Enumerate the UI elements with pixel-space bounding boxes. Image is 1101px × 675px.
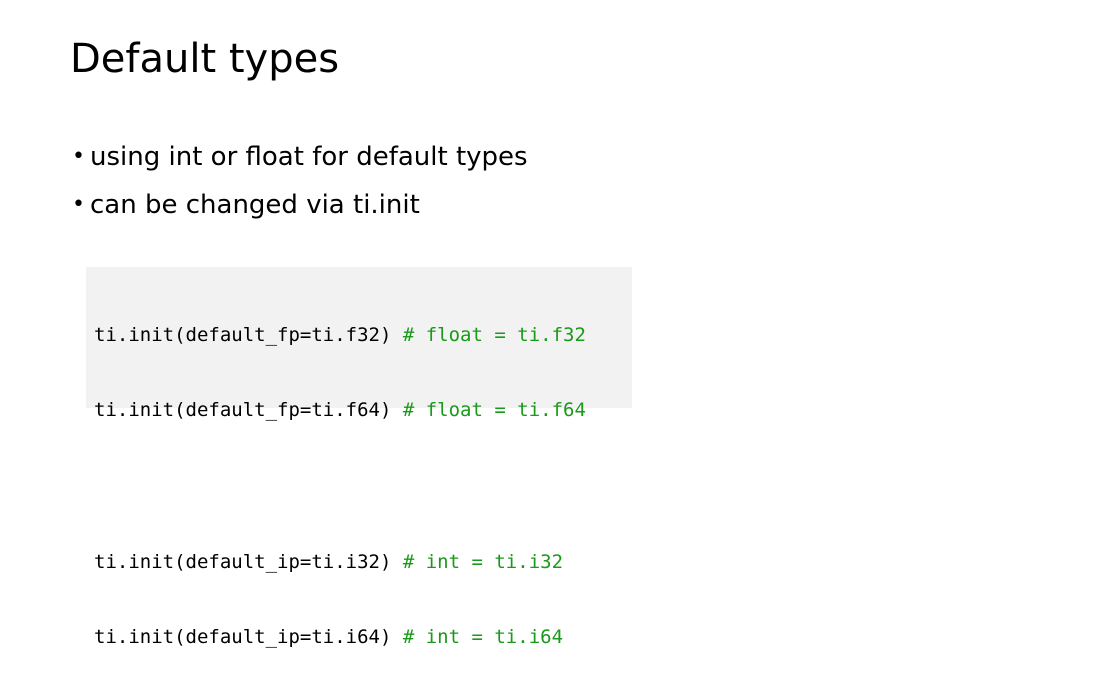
code-comment: # float = ti.f64 bbox=[391, 399, 586, 421]
code-line: ti.init(default_fp=ti.f32) # float = ti.… bbox=[94, 323, 632, 348]
code-statement: ti.init(default_ip=ti.i32) bbox=[94, 551, 392, 573]
bullet-item: • can be changed via ti.init bbox=[72, 181, 528, 229]
slide-title: Default types bbox=[70, 36, 340, 82]
code-comment: # int = ti.i64 bbox=[391, 626, 564, 648]
code-statement: ti.init(default_ip=ti.i64) bbox=[94, 626, 392, 648]
bullet-dot-icon: • bbox=[72, 144, 85, 169]
code-line: ti.init(default_ip=ti.i32) # int = ti.i3… bbox=[94, 550, 632, 575]
code-comment: # float = ti.f32 bbox=[391, 324, 586, 346]
code-line-blank bbox=[94, 473, 632, 500]
code-line: ti.init(default_fp=ti.f64) # float = ti.… bbox=[94, 398, 632, 423]
code-statement: ti.init(default_fp=ti.f32) bbox=[94, 324, 392, 346]
bullet-text: can be changed via ti.init bbox=[90, 190, 420, 220]
bullet-item: • using int or float for default types bbox=[72, 133, 528, 181]
code-block: ti.init(default_fp=ti.f32) # float = ti.… bbox=[86, 267, 632, 648]
bullet-list: • using int or float for default types •… bbox=[72, 133, 528, 229]
bullet-text: using int or float for default types bbox=[90, 142, 528, 172]
code-line: ti.init(default_ip=ti.i64) # int = ti.i6… bbox=[94, 625, 632, 650]
bullet-dot-icon: • bbox=[72, 192, 85, 217]
code-statement: ti.init(default_fp=ti.f64) bbox=[94, 399, 392, 421]
code-comment: # int = ti.i32 bbox=[391, 551, 564, 573]
